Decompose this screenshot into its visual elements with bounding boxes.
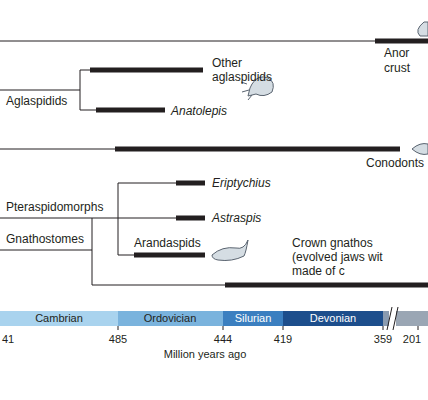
- age-number: 359: [374, 333, 392, 346]
- tree-lines: [0, 41, 375, 285]
- branch-line: [0, 250, 92, 251]
- branch-line: [0, 218, 118, 219]
- range-bar: [96, 108, 165, 113]
- branch-line: [0, 90, 80, 91]
- branch-line: [80, 70, 90, 71]
- branch-line: [118, 218, 176, 219]
- age-number: 485: [109, 333, 127, 346]
- branch-line: [118, 255, 134, 256]
- range-bar: [90, 68, 203, 73]
- group-name: Pteraspidomorphs: [6, 200, 103, 214]
- devonian-band: [283, 311, 383, 326]
- clade-name: Arandaspids: [134, 236, 201, 250]
- aglaspidid-legs: [241, 82, 252, 100]
- group-name: Aglaspidids: [6, 94, 67, 108]
- clade-note: (evolved jaws wit: [292, 250, 383, 264]
- age-number: 444: [214, 333, 232, 346]
- clade-name: crust: [384, 61, 410, 75]
- age-number: 201: [403, 333, 421, 346]
- timescale: [0, 307, 428, 330]
- period-name: Cambrian: [35, 312, 83, 325]
- tick: [418, 326, 419, 330]
- clade-name: Crown gnathos: [292, 236, 373, 250]
- range-bars: [90, 39, 428, 288]
- cambrian-band: [0, 311, 118, 326]
- age-number: 41: [2, 333, 14, 346]
- range-bar: [115, 147, 400, 152]
- range-bar: [375, 39, 428, 44]
- ticks: [118, 326, 418, 330]
- conodont-icon: [412, 144, 428, 155]
- clade-name: Other aglaspidids: [212, 56, 284, 84]
- icons: [212, 22, 428, 261]
- period-name: Ordovician: [144, 312, 197, 325]
- period-name: Devonian: [310, 312, 356, 325]
- branch-line: [0, 41, 375, 42]
- clade-name: Anor: [384, 46, 409, 60]
- range-bar: [134, 253, 205, 258]
- branch-line: [118, 183, 119, 255]
- ordovician-band: [118, 311, 223, 326]
- range-bar: [225, 283, 428, 288]
- range-bar: [176, 181, 205, 186]
- tick: [283, 326, 284, 330]
- branch-line: [118, 183, 176, 184]
- axis-break: [387, 307, 398, 330]
- arandaspid-icon: [212, 240, 248, 261]
- age-number: 419: [274, 333, 292, 346]
- tick: [383, 326, 384, 330]
- clade-note: made of c: [292, 264, 345, 278]
- taxon-name: Astraspis: [212, 211, 261, 225]
- axis-title: Million years ago: [164, 348, 247, 361]
- later-band: [396, 311, 428, 326]
- taxon-name: Anatolepis: [171, 104, 227, 118]
- arthropod-icon: [418, 22, 428, 36]
- group-name: Gnathostomes: [6, 232, 84, 246]
- branch-line: [0, 149, 115, 150]
- branch-line: [80, 110, 96, 111]
- range-bar: [176, 216, 205, 221]
- period-name: Silurian: [235, 312, 272, 325]
- branch-line: [80, 70, 81, 110]
- branch-line: [92, 218, 93, 285]
- silurian-band: [223, 311, 283, 326]
- clade-name: Conodonts: [366, 156, 424, 170]
- tick: [223, 326, 224, 330]
- tick: [118, 326, 119, 330]
- taxon-name: Eriptychius: [212, 176, 271, 190]
- branch-line: [92, 285, 225, 286]
